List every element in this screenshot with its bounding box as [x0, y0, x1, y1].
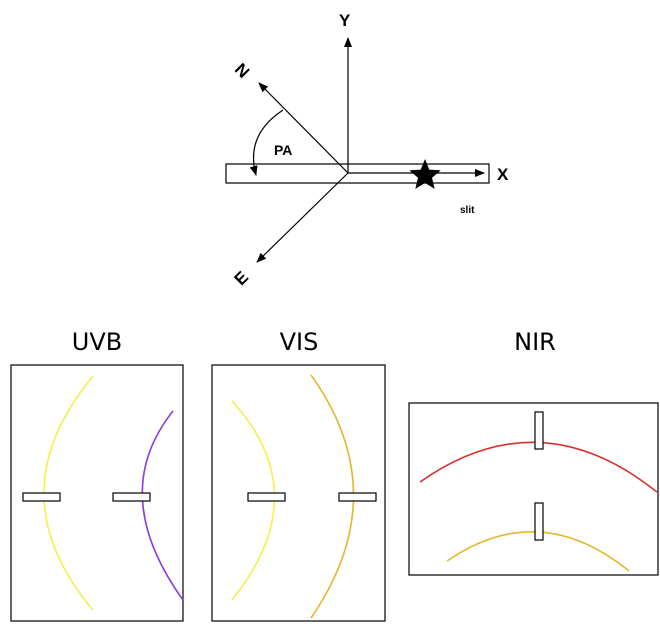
uvb-slit-right	[112, 492, 151, 502]
vis-detector-frame	[211, 364, 386, 622]
nir-slit-top	[534, 411, 544, 450]
vis-slit-right	[338, 492, 377, 502]
slit-rectangle	[225, 163, 490, 184]
vis-title: VIS	[280, 328, 319, 356]
y-axis-label: Y	[339, 11, 351, 30]
north-label: N	[231, 60, 253, 82]
nir-slit-bottom	[534, 502, 544, 541]
uvb-slit-left	[22, 492, 61, 502]
uvb-detector-frame	[10, 364, 184, 622]
nir-detector-frame	[408, 402, 659, 576]
slit-label: slit	[460, 205, 475, 216]
uvb-title: UVB	[72, 328, 122, 356]
east-arrow	[256, 172, 349, 263]
star-icon	[409, 159, 441, 189]
nir-order-red	[419, 441, 658, 493]
orientation-sketch: Y X N E PA slit	[225, 11, 509, 289]
x-axis-label: X	[497, 165, 509, 184]
east-label: E	[231, 268, 252, 289]
nir-panel	[408, 402, 659, 576]
north-arrow	[258, 82, 349, 174]
uvb-order-purple	[141, 410, 184, 601]
uvb-panel	[10, 364, 184, 622]
vis-panel	[211, 364, 386, 622]
position-angle-label: PA	[274, 142, 292, 158]
vis-slit-left	[247, 492, 286, 502]
nir-title: NIR	[514, 328, 556, 356]
position-angle-arc	[249, 109, 284, 176]
